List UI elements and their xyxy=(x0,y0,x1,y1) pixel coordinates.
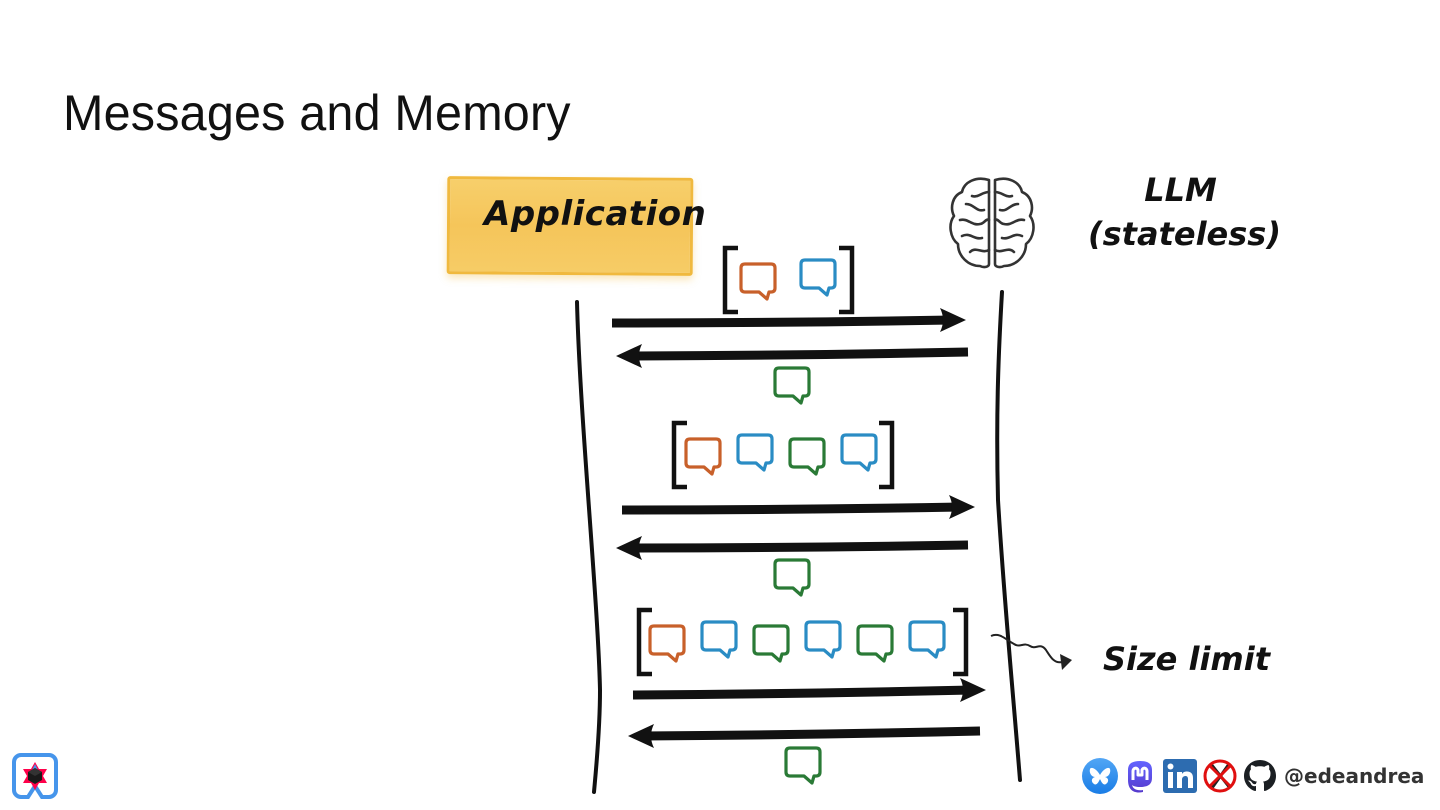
size-limit-arrowhead xyxy=(1060,654,1072,670)
right-bracket xyxy=(879,420,895,490)
application-lifeline xyxy=(575,300,603,794)
user-message-bubble-icon xyxy=(648,624,686,663)
request-arrow xyxy=(632,678,986,702)
right-bracket xyxy=(953,607,969,677)
assistant-message-bubble-icon xyxy=(856,624,894,663)
request-arrow-shaft xyxy=(611,315,953,328)
exchange-1 xyxy=(611,245,969,405)
github-icon[interactable] xyxy=(1242,758,1278,794)
response-arrow-head xyxy=(628,724,654,748)
assistant-message-bubble-icon xyxy=(752,624,790,663)
mastodon-icon[interactable] xyxy=(1122,758,1158,794)
response-message-bubble-icon xyxy=(784,746,822,785)
user-message-bubble-icon xyxy=(684,437,722,476)
social-handle: @edeandrea xyxy=(1284,764,1425,788)
response-arrow xyxy=(616,536,969,560)
response-arrow xyxy=(628,724,981,748)
llm-message-bubble-icon xyxy=(799,258,837,297)
exchange-3 xyxy=(628,607,986,785)
context-window-2 xyxy=(671,420,895,490)
social-links: @edeandrea xyxy=(1082,756,1424,796)
linkedin-icon[interactable] xyxy=(1162,758,1198,794)
request-arrow-head xyxy=(960,678,986,702)
right-bracket xyxy=(839,245,855,315)
application-label: Application xyxy=(484,194,707,234)
response-arrow-shaft xyxy=(629,347,969,361)
llm-message-bubble-icon xyxy=(804,620,842,659)
llm-lifeline xyxy=(995,290,1022,782)
response-arrow-shaft xyxy=(641,726,981,741)
brain-icon xyxy=(949,177,1035,269)
request-arrow-shaft xyxy=(621,502,962,515)
request-arrow-shaft xyxy=(632,685,973,700)
llm-message-bubble-icon xyxy=(908,620,946,659)
exchange-2 xyxy=(616,420,975,597)
context-window-1 xyxy=(722,245,855,315)
request-arrow-head xyxy=(940,308,966,332)
response-arrow xyxy=(616,344,969,368)
bluesky-icon[interactable] xyxy=(1082,758,1118,794)
size-limit-label: Size limit xyxy=(1103,640,1271,678)
left-bracket xyxy=(722,245,738,315)
llm-label: LLM (stateless) xyxy=(1088,168,1281,256)
response-arrow-head xyxy=(616,536,642,560)
left-bracket xyxy=(636,607,652,677)
x-crossed-out-icon[interactable] xyxy=(1202,758,1238,794)
response-arrow-shaft xyxy=(629,540,969,553)
llm-label-subtitle: (stateless) xyxy=(1088,215,1281,253)
response-arrow-head xyxy=(616,344,642,368)
llm-label-title: LLM xyxy=(1144,171,1217,209)
llm-message-bubble-icon xyxy=(700,620,738,659)
request-arrow-head xyxy=(949,495,975,519)
response-message-bubble-icon xyxy=(773,366,811,405)
left-bracket xyxy=(671,420,687,490)
response-message-bubble-icon xyxy=(773,558,811,597)
llm-message-bubble-icon xyxy=(840,433,878,472)
llm-message-bubble-icon xyxy=(736,433,774,472)
request-arrow xyxy=(611,308,966,332)
request-arrow xyxy=(621,495,975,519)
assistant-message-bubble-icon xyxy=(788,437,826,476)
context-window-3 xyxy=(636,607,969,677)
user-message-bubble-icon xyxy=(739,262,777,301)
quarkus-logo xyxy=(12,753,58,799)
slide-title: Messages and Memory xyxy=(63,85,571,141)
size-limit-squiggle-arrow xyxy=(990,634,1063,664)
